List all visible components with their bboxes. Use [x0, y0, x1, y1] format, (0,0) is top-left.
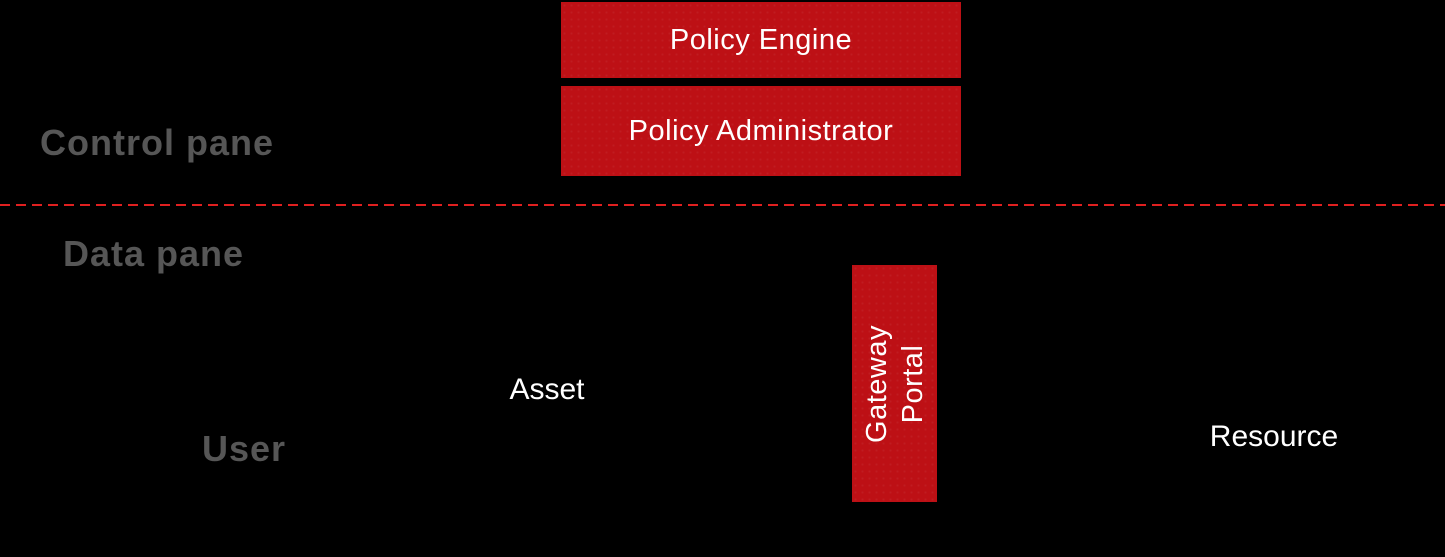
gateway-label-line1: Gateway: [860, 324, 893, 443]
control-pane-zone-label: Control pane: [40, 122, 274, 163]
asset-node-label: Asset: [509, 373, 585, 406]
control-data-divider-line: [0, 204, 1445, 206]
gateway-portal-node: Gateway Portal: [852, 265, 937, 502]
policy-engine-node: Policy Engine: [561, 2, 961, 78]
data-pane-zone-label: Data pane: [63, 233, 245, 274]
user-node-label: User: [202, 428, 287, 469]
gateway-label-line2: Portal: [896, 344, 929, 423]
gateway-portal-label: Gateway Portal: [859, 325, 931, 443]
resource-node-label: Resource: [1209, 420, 1339, 453]
policy-administrator-label: Policy Administrator: [628, 114, 894, 147]
policy-engine-label: Policy Engine: [669, 23, 853, 56]
policy-administrator-node: Policy Administrator: [561, 86, 961, 176]
